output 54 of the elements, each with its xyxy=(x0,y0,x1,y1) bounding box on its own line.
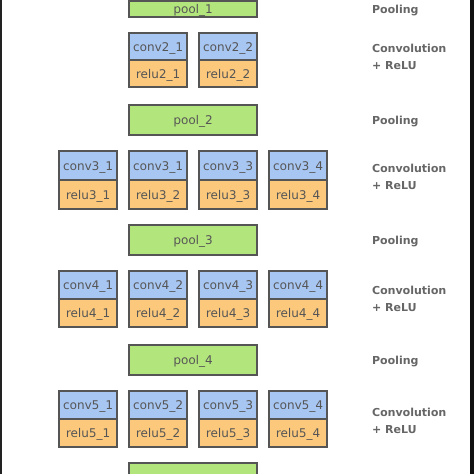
relu-cell: relu4_3 xyxy=(200,300,256,326)
conv-cell: conv4_2 xyxy=(130,272,186,298)
relu-cell: relu5_2 xyxy=(130,420,186,446)
conv-relu-box xyxy=(128,32,188,88)
conv-relu-box xyxy=(58,270,118,328)
relu-cell: relu4_1 xyxy=(60,300,116,326)
relu-cell: relu2_1 xyxy=(130,61,186,86)
relu-cell: relu3_3 xyxy=(200,181,256,208)
relu-cell: relu4_2 xyxy=(130,300,186,326)
conv-cell: conv2_2 xyxy=(200,34,256,59)
layer-type-label: Convolution + ReLU xyxy=(372,283,448,316)
conv-cell: conv2_1 xyxy=(130,34,186,59)
conv-relu-box xyxy=(58,150,118,210)
conv-cell: conv5_4 xyxy=(270,392,326,418)
conv-cell: conv5_3 xyxy=(200,392,256,418)
relu-cell: relu5_1 xyxy=(60,420,116,446)
relu-cell: relu3_1 xyxy=(60,181,116,208)
relu-cell: relu2_2 xyxy=(200,61,256,86)
pooling-box: pool_1 xyxy=(128,0,258,18)
relu-cell: relu3_2 xyxy=(130,181,186,208)
conv-relu-box xyxy=(198,150,258,210)
conv-cell: conv3_1 xyxy=(130,152,186,179)
layer-type-label: Convolution + ReLU xyxy=(372,161,448,194)
conv-relu-box xyxy=(58,390,118,448)
layer-type-label: Convolution + ReLU xyxy=(372,41,448,74)
conv-relu-box xyxy=(128,270,188,328)
conv-relu-box xyxy=(198,270,258,328)
pooling-box: pool_4 xyxy=(128,344,258,376)
conv-relu-box xyxy=(268,390,328,448)
conv-cell: conv5_1 xyxy=(60,392,116,418)
layer-type-label: Pooling xyxy=(372,353,420,369)
relu-cell: relu5_4 xyxy=(270,420,326,446)
conv-cell: conv3_3 xyxy=(200,152,256,179)
conv-cell: conv4_1 xyxy=(60,272,116,298)
conv-relu-box xyxy=(198,390,258,448)
conv-cell: conv4_3 xyxy=(200,272,256,298)
conv-relu-box xyxy=(128,150,188,210)
layer-type-label: Pooling xyxy=(372,233,420,249)
conv-relu-box xyxy=(268,270,328,328)
conv-relu-box xyxy=(128,390,188,448)
conv-cell: conv3_1 xyxy=(60,152,116,179)
conv-cell: conv5_2 xyxy=(130,392,186,418)
layer-type-label: Pooling xyxy=(372,113,420,129)
conv-relu-box xyxy=(198,32,258,88)
pooling-box: pool_3 xyxy=(128,224,258,256)
conv-relu-box xyxy=(268,150,328,210)
pooling-box: pool_2 xyxy=(128,104,258,136)
relu-cell: relu4_4 xyxy=(270,300,326,326)
relu-cell: relu3_4 xyxy=(270,181,326,208)
layer-type-label: Pooling xyxy=(372,2,420,18)
conv-cell: conv3_4 xyxy=(270,152,326,179)
relu-cell: relu5_3 xyxy=(200,420,256,446)
conv-cell: conv4_4 xyxy=(270,272,326,298)
layer-type-label: Convolution + ReLU xyxy=(372,405,448,438)
